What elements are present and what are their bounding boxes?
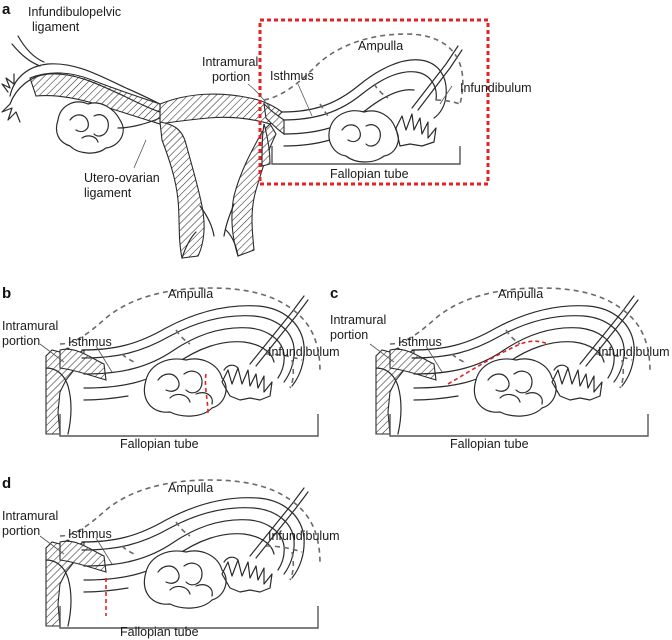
label-infundibulopelvic-line1: Infundibulopelvic (28, 5, 121, 19)
label-infundibulum: Infundibulum (460, 81, 532, 95)
label-b-infundibulum: Infundibulum (268, 345, 340, 359)
label-ampulla: Ampulla (358, 39, 403, 53)
label-c-fallopian-tube: Fallopian tube (450, 437, 529, 451)
label-d-isthmus: Isthmus (68, 527, 112, 541)
right-uterine-wall (231, 123, 277, 257)
panel-a: a (1, 1, 532, 259)
label-b-isthmus: Isthmus (68, 335, 112, 349)
label-c-ampulla: Ampulla (498, 287, 543, 301)
label-c-intramural-line1: Intramural (330, 313, 386, 327)
label-utero-ovarian-line2: ligament (84, 186, 132, 200)
label-utero-ovarian-line1: Utero-ovarian (84, 171, 160, 185)
left-broad-ligament (29, 72, 161, 125)
label-c-intramural-line2: portion (330, 328, 368, 342)
panel-b: b Ampulla Intramural portion Isthmus Inf… (2, 285, 340, 451)
label-infundibulopelvic-line2: ligament (32, 20, 80, 34)
highlight-box (258, 18, 490, 186)
panel-letter-b: b (2, 285, 11, 302)
uterus-body (159, 93, 283, 125)
panel-d: d Ampulla Intramural portion Isthmus Inf… (2, 475, 340, 639)
panel-letter-a: a (2, 1, 11, 18)
label-b-fallopian-tube: Fallopian tube (120, 437, 199, 451)
label-intramural-line1: Intramural (202, 55, 258, 69)
label-c-infundibulum: Infundibulum (598, 345, 670, 359)
panel-c: c Ampulla Intramural portion Isthmus Inf… (330, 285, 670, 451)
incision-line-b (204, 373, 209, 415)
label-fallopian-tube: Fallopian tube (330, 167, 409, 181)
label-d-intramural-line2: portion (2, 524, 40, 538)
tube-drawing-b (45, 287, 321, 437)
label-c-isthmus: Isthmus (398, 335, 442, 349)
label-isthmus: Isthmus (270, 69, 314, 83)
label-d-fallopian-tube: Fallopian tube (120, 625, 199, 639)
label-d-intramural-line1: Intramural (2, 509, 58, 523)
incision-line-c (447, 340, 549, 385)
label-d-infundibulum: Infundibulum (268, 529, 340, 543)
label-b-intramural-line1: Intramural (2, 319, 58, 333)
panel-letter-d: d (2, 475, 11, 492)
label-d-ampulla: Ampulla (168, 481, 213, 495)
label-b-intramural-line2: portion (2, 334, 40, 348)
tube-drawing-c (375, 287, 651, 437)
label-b-ampulla: Ampulla (168, 287, 213, 301)
left-uterine-wall (159, 121, 205, 259)
panel-letter-c: c (330, 285, 338, 302)
label-intramural-line2: portion (212, 70, 250, 84)
tube-drawing-d (45, 479, 321, 629)
